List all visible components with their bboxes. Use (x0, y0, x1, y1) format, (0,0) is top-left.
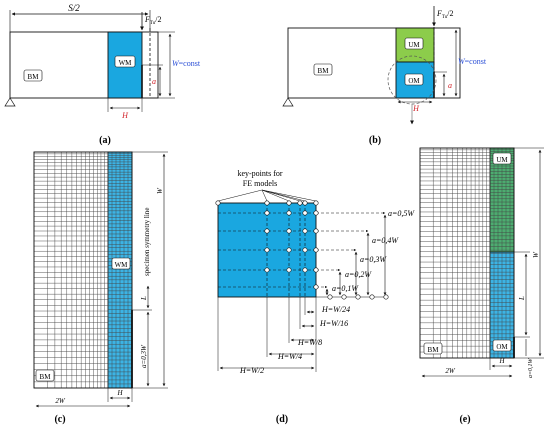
mesh-line (217, 189, 263, 202)
panel-e: UM OM BM W L a=0,1W H 2W (e) (419, 147, 544, 425)
panel-a-support (4, 97, 16, 107)
panel-c: specimen symmetry line W L a=0,3W WM BM … (33, 151, 168, 425)
panel-a-a-label: a (152, 77, 156, 86)
panel-e-UM-label: UM (496, 156, 508, 164)
panel-d-H-label: H=W/2 (239, 366, 264, 375)
panel-d-H-label: H=W/8 (297, 338, 322, 347)
key-point (341, 294, 347, 300)
panel-e-H-label: H (498, 357, 505, 365)
panel-d-a-labels: a=0,5W a=0,4W a=0,3W a=0,2W a=0,1W (332, 209, 415, 293)
key-point (313, 210, 319, 216)
panel-c-caption: (c) (54, 414, 65, 425)
panel-b-BM-label: BM (318, 67, 330, 75)
key-point (264, 247, 270, 253)
key-point (286, 210, 292, 216)
panel-d-keypoints-line1: key-points for (237, 169, 282, 178)
key-point (313, 284, 319, 290)
panel-b: FTu/2 BM UM OM a W=const H (b) (282, 6, 487, 146)
panel-d-H-labels: H=W/24 H=W/16 H=W/8 H=W/4 H=W/2 (239, 305, 350, 375)
panel-c-L-label: L (140, 296, 148, 301)
key-point (286, 200, 292, 206)
key-point (313, 228, 319, 234)
panel-c-H-label: H (116, 389, 123, 397)
panel-d-a-label: a=0,4W (372, 236, 399, 245)
key-point (313, 267, 319, 273)
key-point (302, 267, 308, 273)
panel-a: S/2 FTu/2 BM WM a W=const H (a) (4, 3, 201, 146)
panel-e-L-label: L (518, 296, 526, 301)
key-point (264, 210, 270, 216)
panel-c-a-label: a=0,3W (140, 344, 148, 368)
panel-a-W-label: W=const (172, 59, 201, 68)
panel-d-H-label: H=W/4 (277, 352, 302, 361)
panel-b-caption: (b) (369, 135, 381, 146)
key-point (355, 294, 361, 300)
panel-a-caption: (a) (99, 135, 111, 146)
panel-a-S2-label: S/2 (68, 3, 80, 13)
panel-d-keypoints (215, 200, 389, 300)
panel-b-UM-label: UM (408, 41, 420, 49)
panel-d-keypoints-line2: FE models (243, 179, 277, 188)
key-point (264, 228, 270, 234)
key-point (286, 267, 292, 273)
panel-c-WM-label: WM (115, 261, 129, 269)
mesh-line (261, 189, 290, 202)
panel-d-a-label: a=0,1W (332, 284, 359, 293)
panel-c-W-label: W (156, 187, 164, 194)
panel-c-symmetry-label: specimen symmetry line (143, 208, 151, 276)
key-point (215, 200, 221, 206)
key-point (369, 294, 375, 300)
key-point (264, 200, 270, 206)
key-point (286, 247, 292, 253)
key-point (302, 228, 308, 234)
panel-e-OM-label: OM (496, 343, 508, 351)
panel-b-support (282, 97, 294, 107)
panel-e-caption: (e) (459, 414, 470, 425)
panel-d-caption: (d) (276, 414, 288, 425)
panel-e-BM-label: BM (428, 346, 440, 354)
panel-d-leaders (217, 189, 388, 372)
panel-d-a-label: a=0,2W (345, 270, 372, 279)
panel-c-mesh (33, 151, 109, 389)
key-point (264, 267, 270, 273)
panel-b-OM-label: OM (408, 77, 420, 85)
panel-e-2W-label: 2W (445, 367, 456, 375)
panel-b-force-label: FTu/2 (436, 9, 454, 20)
mesh-line (261, 189, 306, 202)
key-point (313, 200, 319, 206)
key-point (313, 247, 319, 253)
panel-d-H-label: H=W/16 (319, 319, 348, 328)
panel-a-H-label: H (121, 111, 129, 120)
panel-b-lower-metal (395, 61, 435, 99)
panel-d-H-label: H=W/24 (321, 305, 350, 314)
panel-e-a-label: a=0,1W (528, 357, 534, 378)
mesh-line (261, 189, 317, 202)
panel-c-BM-label: BM (40, 373, 52, 381)
panel-c-2W-label: 2W (55, 397, 66, 405)
panel-b-W-label: W=const (458, 57, 487, 66)
mesh-line (261, 189, 268, 202)
key-point (302, 247, 308, 253)
key-point (302, 200, 308, 206)
panel-e-W-label: W (532, 251, 540, 258)
panel-e-mesh (419, 147, 491, 359)
key-point (383, 294, 389, 300)
panel-d: key-points for FE models a=0,5W a=0,4W a… (215, 169, 415, 425)
key-point (297, 200, 303, 206)
key-point (302, 210, 308, 216)
key-point (286, 228, 292, 234)
panel-b-H-label: H (412, 104, 420, 113)
panel-b-a-label: a (448, 81, 452, 90)
panel-a-BM-label: BM (28, 73, 40, 81)
panel-d-a-label: a=0,3W (360, 255, 387, 264)
panel-d-a-label: a=0,5W (388, 209, 415, 218)
panel-a-WM-label: WM (119, 59, 133, 67)
panel-a-force-label: FTu/2 (144, 15, 162, 26)
key-point (327, 294, 333, 300)
